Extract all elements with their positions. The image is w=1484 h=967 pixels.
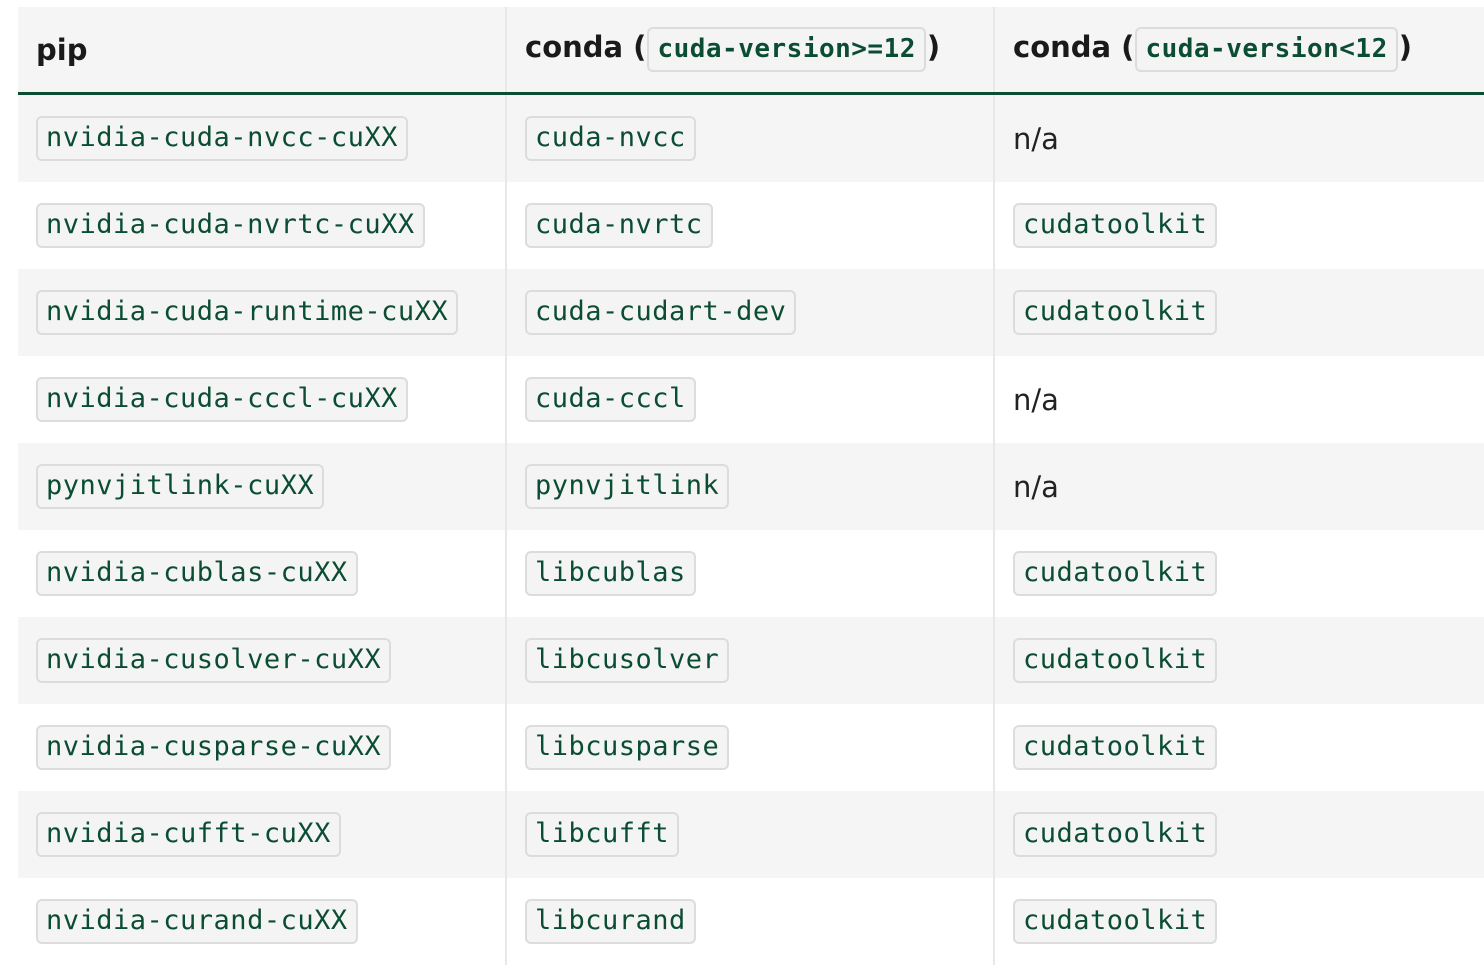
- conda-cuda11-package-code: cudatoolkit: [1013, 899, 1218, 944]
- conda-cuda11-package-cell: n/a: [994, 443, 1484, 530]
- pip-package-cell: nvidia-cuda-runtime-cuXX: [18, 269, 507, 356]
- conda-cuda12-package-code: cuda-nvcc: [525, 116, 696, 161]
- conda-cuda12-package-cell: libcublas: [506, 530, 995, 617]
- header-pip-label: pip: [36, 32, 88, 67]
- conda-cuda12-package-cell: cuda-nvcc: [506, 93, 995, 182]
- pip-package-cell: nvidia-cusparse-cuXX: [18, 704, 507, 791]
- header-suffix: ): [926, 30, 941, 64]
- conda-cuda12-package-code: cuda-cudart-dev: [525, 290, 797, 335]
- not-applicable-text: n/a: [1013, 469, 1059, 504]
- pip-package-code: nvidia-cuda-nvrtc-cuXX: [36, 203, 425, 248]
- table-header-row: pip conda (cuda-version>=12) conda (cuda…: [18, 7, 1484, 95]
- conda-cuda11-package-code: cudatoolkit: [1013, 551, 1218, 596]
- conda-cuda12-package-code: pynvjitlink: [525, 464, 730, 509]
- conda-cuda12-package-cell: cuda-cudart-dev: [506, 269, 995, 356]
- table-row: nvidia-cuda-nvcc-cuXX cuda-nvcc n/a: [18, 93, 1484, 182]
- conda-cuda11-package-cell: cudatoolkit: [994, 791, 1484, 878]
- pip-package-cell: nvidia-cublas-cuXX: [18, 530, 507, 617]
- pip-package-code: nvidia-cusolver-cuXX: [36, 638, 392, 683]
- table-row: nvidia-cuda-nvrtc-cuXX cuda-nvrtc cudatool…: [18, 182, 1484, 269]
- conda-cuda11-package-code: cudatoolkit: [1013, 725, 1218, 770]
- conda-cuda11-package-cell: cudatoolkit: [994, 269, 1484, 356]
- table-row: nvidia-cuda-cccl-cuXX cuda-cccl n/a: [18, 356, 1484, 443]
- header-prefix: conda (: [1013, 30, 1135, 64]
- conda-cuda11-package-cell: cudatoolkit: [994, 878, 1484, 965]
- pip-package-cell: nvidia-cufft-cuXX: [18, 791, 507, 878]
- header-prefix: conda (: [525, 30, 647, 64]
- conda-cuda12-package-cell: cuda-nvrtc: [506, 182, 995, 269]
- pip-package-code: nvidia-curand-cuXX: [36, 899, 358, 944]
- pip-package-cell: nvidia-cusolver-cuXX: [18, 617, 507, 704]
- header-conda-cuda12-plus: conda (cuda-version>=12): [506, 7, 995, 95]
- conda-cuda12-package-cell: libcusolver: [506, 617, 995, 704]
- conda-cuda11-package-cell: cudatoolkit: [994, 704, 1484, 791]
- conda-cuda12-package-cell: libcufft: [506, 791, 995, 878]
- conda-cuda12-package-code: libcublas: [525, 551, 696, 596]
- conda-cuda11-package-cell: n/a: [994, 93, 1484, 182]
- conda-cuda12-package-code: libcusparse: [525, 725, 730, 770]
- conda-cuda12-package-cell: pynvjitlink: [506, 443, 995, 530]
- pip-package-code: nvidia-cuda-cccl-cuXX: [36, 377, 408, 422]
- table-row: nvidia-cusparse-cuXX libcusparse cudatoolk…: [18, 704, 1484, 791]
- not-applicable-text: n/a: [1013, 121, 1059, 156]
- table-row: nvidia-curand-cuXX libcurand cudatoolkit: [18, 878, 1484, 965]
- pip-package-cell: pynvjitlink-cuXX: [18, 443, 507, 530]
- header-code-cuda-version-lt-12: cuda-version<12: [1135, 27, 1398, 72]
- conda-cuda12-package-code: libcurand: [525, 899, 696, 944]
- pip-package-code: nvidia-cublas-cuXX: [36, 551, 358, 596]
- conda-cuda12-package-cell: libcurand: [506, 878, 995, 965]
- not-applicable-text: n/a: [1013, 382, 1059, 417]
- conda-cuda11-package-cell: cudatoolkit: [994, 182, 1484, 269]
- conda-cuda12-package-code: libcufft: [525, 812, 680, 857]
- conda-cuda12-package-cell: cuda-cccl: [506, 356, 995, 443]
- pip-package-cell: nvidia-curand-cuXX: [18, 878, 507, 965]
- header-suffix: ): [1398, 30, 1413, 64]
- table-row: pynvjitlink-cuXX pynvjitlink n/a: [18, 443, 1484, 530]
- pip-package-code: nvidia-cusparse-cuXX: [36, 725, 392, 770]
- conda-cuda11-package-code: cudatoolkit: [1013, 203, 1218, 248]
- pip-package-code: nvidia-cuda-nvcc-cuXX: [36, 116, 408, 161]
- table-row: nvidia-cuda-runtime-cuXX cuda-cudart-dev c…: [18, 269, 1484, 356]
- conda-cuda12-package-cell: libcusparse: [506, 704, 995, 791]
- conda-cuda11-package-code: cudatoolkit: [1013, 638, 1218, 683]
- table-row: nvidia-cufft-cuXX libcufft cudatoolkit: [18, 791, 1484, 878]
- pip-package-code: pynvjitlink-cuXX: [36, 464, 325, 509]
- package-mapping-table: pip conda (cuda-version>=12) conda (cuda…: [18, 7, 1484, 965]
- pip-package-code: nvidia-cufft-cuXX: [36, 812, 341, 857]
- pip-package-cell: nvidia-cuda-nvrtc-cuXX: [18, 182, 507, 269]
- table-row: nvidia-cusolver-cuXX libcusolver cudatoolk…: [18, 617, 1484, 704]
- pip-package-cell: nvidia-cuda-nvcc-cuXX: [18, 93, 507, 182]
- conda-cuda11-package-cell: cudatoolkit: [994, 617, 1484, 704]
- header-pip: pip: [18, 7, 507, 95]
- header-code-cuda-version-ge-12: cuda-version>=12: [647, 27, 926, 72]
- pip-package-cell: nvidia-cuda-cccl-cuXX: [18, 356, 507, 443]
- conda-cuda11-package-cell: n/a: [994, 356, 1484, 443]
- conda-cuda12-package-code: libcusolver: [525, 638, 730, 683]
- conda-cuda12-package-code: cuda-nvrtc: [525, 203, 713, 248]
- conda-cuda11-package-code: cudatoolkit: [1013, 290, 1218, 335]
- header-conda-cuda-below-12: conda (cuda-version<12): [994, 7, 1484, 95]
- conda-cuda11-package-cell: cudatoolkit: [994, 530, 1484, 617]
- table-row: nvidia-cublas-cuXX libcublas cudatoolkit: [18, 530, 1484, 617]
- conda-cuda12-package-code: cuda-cccl: [525, 377, 696, 422]
- pip-package-code: nvidia-cuda-runtime-cuXX: [36, 290, 459, 335]
- conda-cuda11-package-code: cudatoolkit: [1013, 812, 1218, 857]
